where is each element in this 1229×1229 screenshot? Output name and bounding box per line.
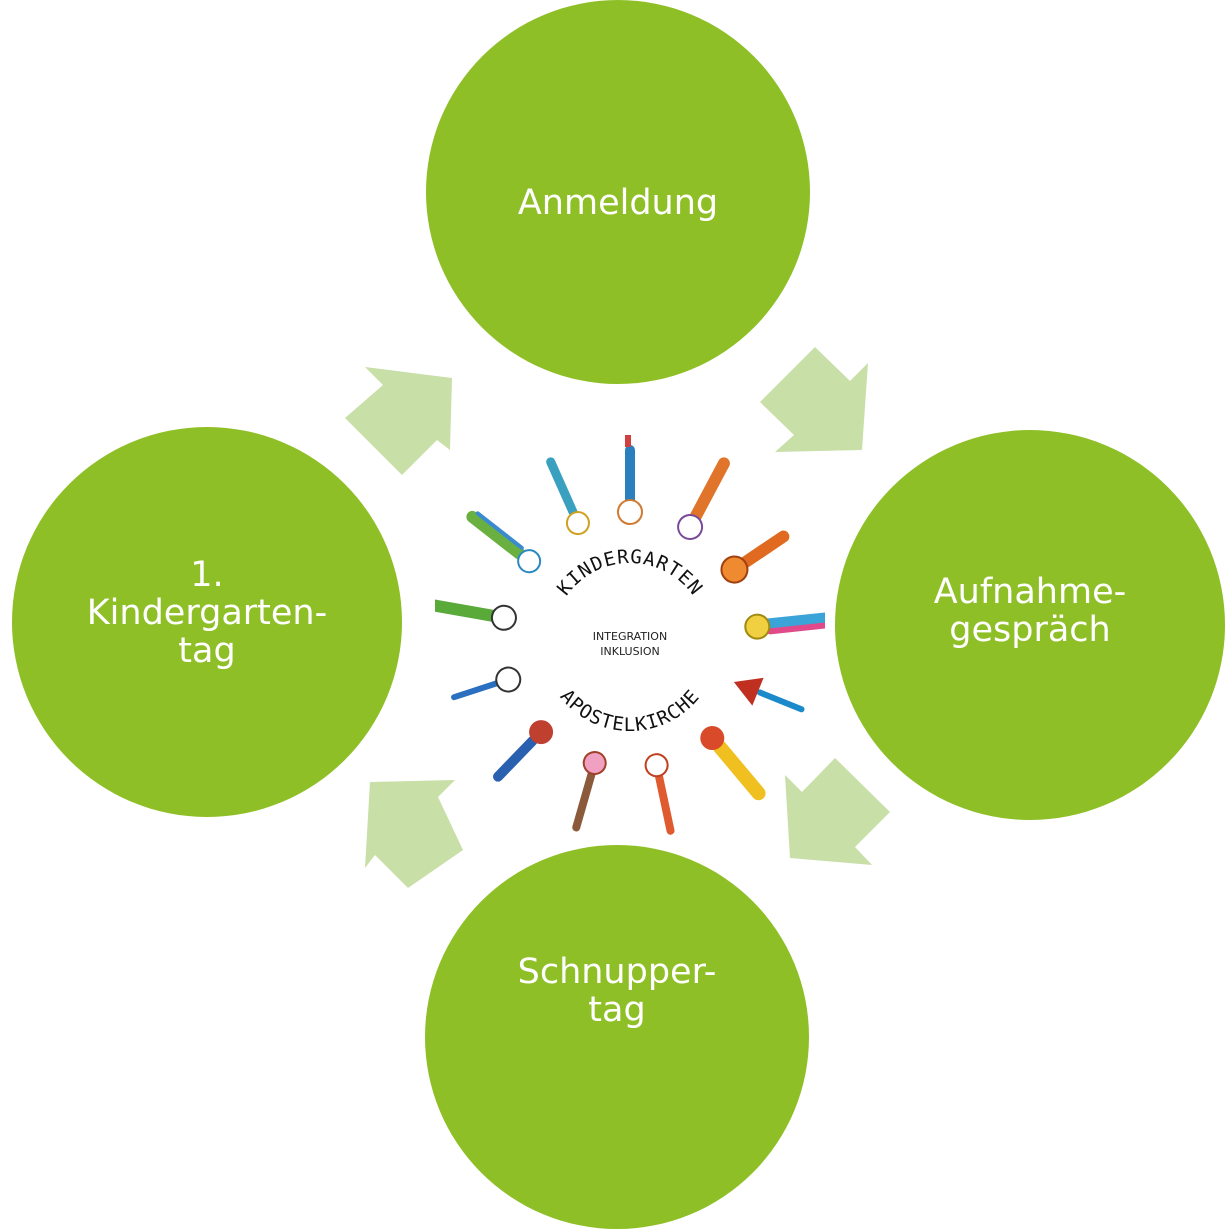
stage-schnuppertag: Schnupper- tag — [425, 845, 809, 1229]
stage-label: Aufnahme- gespräch — [933, 572, 1127, 650]
kindergarten-logo: KINDERGARTEN APOSTELKIRCHE INTEGRATION I… — [435, 435, 825, 835]
stage-label: Schnupper- tag — [517, 952, 717, 1030]
stage-anmeldung: Anmeldung — [426, 0, 810, 384]
logo-line-2: INKLUSION — [600, 645, 659, 658]
stage-erster-kindergartentag: 1. Kindergarten- tag — [12, 427, 402, 817]
arrow-left-to-top — [345, 367, 452, 475]
logo-ring-top-text: KINDERGARTEN — [553, 546, 707, 600]
stage-label: 1. Kindergarten- tag — [86, 555, 328, 671]
arrow-right-to-bottom — [785, 758, 890, 865]
stage-aufnahmegespraech: Aufnahme- gespräch — [835, 430, 1225, 820]
arrow-bottom-to-left — [365, 780, 463, 888]
logo-ring-bottom-text: APOSTELKIRCHE — [556, 685, 704, 736]
stage-label: Anmeldung — [517, 183, 719, 224]
children-ring-icon — [435, 435, 825, 835]
arrow-top-to-right — [760, 347, 868, 452]
logo-line-1: INTEGRATION — [593, 630, 667, 643]
